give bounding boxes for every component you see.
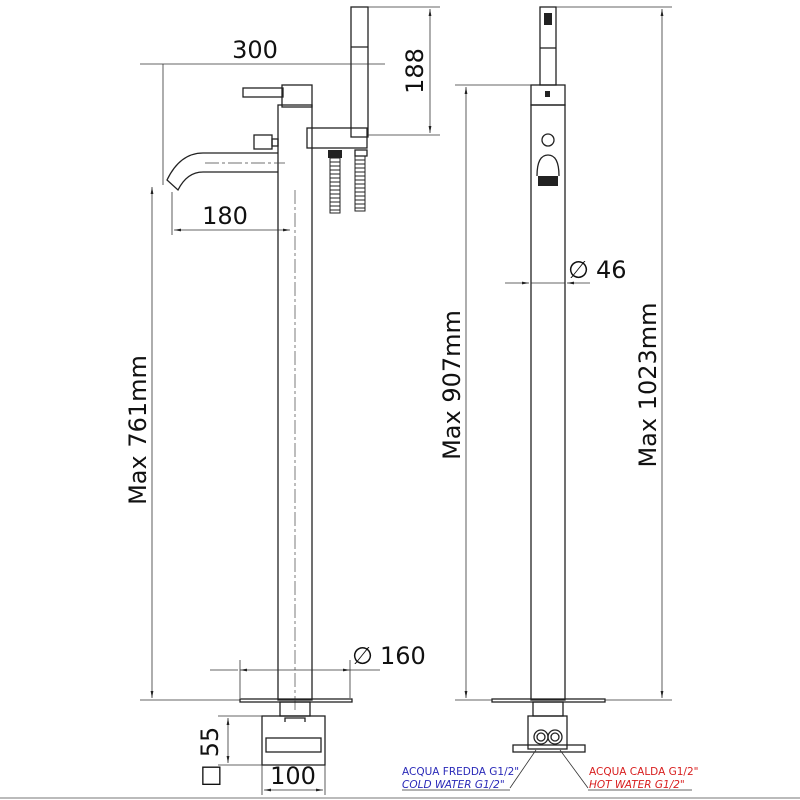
diameter-symbol: ∅: [352, 642, 373, 670]
hot-water-label-en: HOT WATER G1/2": [589, 779, 685, 791]
hot-water-label-it: ACQUA CALDA G1/2": [589, 766, 698, 778]
dim-100: 100: [270, 762, 316, 790]
dim-188: 188: [401, 48, 429, 94]
dim-300: 300: [232, 36, 278, 64]
side-view: [166, 6, 369, 766]
cold-water-label-it: ACQUA FREDDA G1/2": [402, 766, 519, 778]
mixer-body: [281, 84, 313, 108]
cold-water-label-en: COLD WATER G1/2": [402, 779, 505, 791]
diverter-front: [541, 133, 555, 147]
diameter-symbol-46: ∅: [568, 256, 589, 284]
inlet-labels: ACQUA FREDDA G1/2" COLD WATER G1/2" ACQU…: [402, 749, 698, 791]
dim-max-907: Max 907mm: [438, 310, 466, 460]
diverter-knob: [253, 134, 273, 150]
side-dimensions: 300 188 180 Max 761mm ∅ 160 55 □ 100: [124, 6, 440, 795]
square-symbol: □: [200, 760, 223, 788]
front-view: [491, 6, 606, 753]
dim-160: 160: [380, 642, 426, 670]
dim-max-761: Max 761mm: [124, 355, 152, 505]
dim-55: 55: [196, 727, 224, 758]
column-front: [530, 104, 566, 701]
lever: [242, 87, 284, 98]
aerator: [538, 176, 558, 186]
cold-inlet: [533, 729, 549, 745]
hand-shower-front: [539, 6, 557, 86]
shower-holder: [306, 127, 368, 149]
floor-box: [261, 715, 326, 766]
dim-46: 46: [596, 256, 627, 284]
floor-box-front: [527, 715, 568, 750]
spout: [166, 152, 278, 192]
hose-left: [329, 157, 341, 214]
hot-inlet: [547, 729, 563, 745]
hose-right: [354, 155, 366, 212]
front-dimensions: Max 907mm Max 1023mm ∅ 46: [438, 6, 672, 701]
dim-max-1023: Max 1023mm: [634, 302, 662, 467]
hand-shower: [350, 6, 369, 138]
dim-180: 180: [202, 202, 248, 230]
